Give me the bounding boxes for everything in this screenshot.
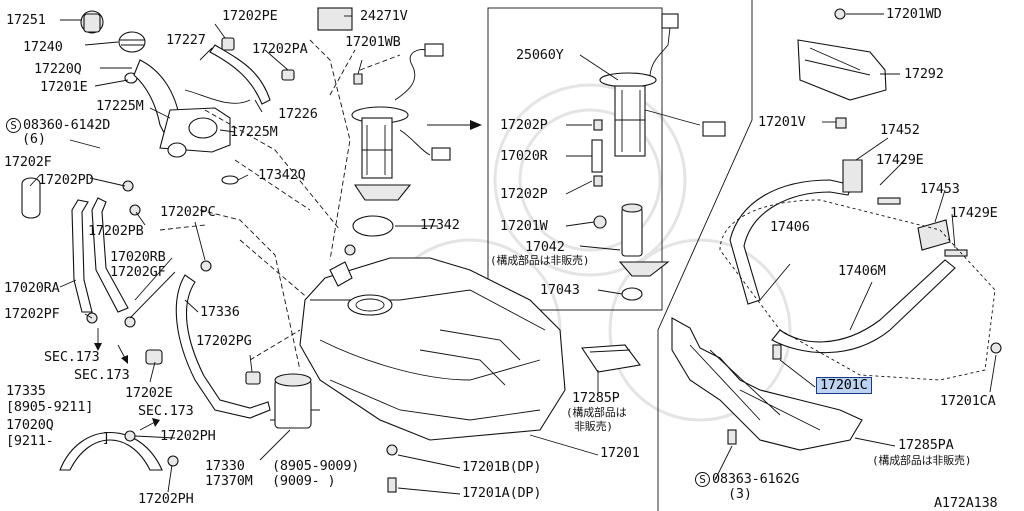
pump-assembly-detail — [591, 13, 726, 301]
label-17202PG: 17202PG — [196, 333, 252, 349]
label-17202P-b: 17202P — [500, 186, 548, 202]
heat-shield-17292 — [797, 8, 887, 129]
label-17335: 17335 — [6, 383, 46, 399]
label-17202PF: 17202PF — [4, 306, 60, 322]
label-17452: 17452 — [880, 122, 920, 138]
label-sec173-a[interactable]: SEC.173 — [44, 349, 100, 365]
label-17201WD: 17201WD — [886, 6, 942, 22]
canister-hose — [59, 274, 271, 471]
label-08363-text: 08363-6162G — [712, 471, 800, 487]
shield-17285P — [581, 344, 641, 373]
sender-unit-left — [351, 43, 451, 237]
label-25060Y: 25060Y — [516, 47, 564, 63]
label-17202PD: 17202PD — [38, 172, 94, 188]
label-17201CA: 17201CA — [940, 393, 996, 409]
vent-hoses — [21, 37, 295, 219]
canister — [270, 373, 320, 429]
label-17201B: 17201B(DP) — [462, 459, 542, 475]
label-17020Q: 17020Q — [6, 417, 54, 433]
label-17020Q-bracket: ] — [102, 430, 110, 446]
filler-neck — [133, 59, 231, 158]
label-17201A: 17201A(DP) — [462, 485, 542, 501]
label-17202P-a: 17202P — [500, 117, 548, 133]
label-17227: 17227 — [166, 32, 206, 48]
label-17201: 17201 — [600, 445, 640, 461]
label-17226: 17226 — [278, 106, 318, 122]
label-17225M-a: 17225M — [96, 98, 144, 114]
diagram-code: A172A138 — [934, 495, 998, 511]
label-17020Q-range: [9211- — [6, 433, 54, 449]
label-sec173-c[interactable]: SEC.173 — [138, 403, 194, 419]
label-17453: 17453 — [920, 181, 960, 197]
label-17202PE: 17202PE — [222, 8, 278, 24]
dashed-leaders — [159, 39, 401, 371]
heat-shield-17285PA — [671, 317, 863, 451]
s-symbol-icon: S — [6, 118, 21, 133]
label-sec173-b[interactable]: SEC.173 — [74, 367, 130, 383]
label-17042-note: (構成部品は非販売) — [490, 254, 590, 267]
fuel-tank — [299, 257, 566, 441]
label-17406: 17406 — [770, 219, 810, 235]
sec-arrows — [94, 328, 160, 431]
label-17202PH-a: 17202PH — [160, 428, 216, 444]
label-17330: 17330 — [205, 458, 245, 474]
label-17020R: 17020R — [500, 148, 548, 164]
label-17202PH-b: 17202PH — [138, 491, 194, 507]
label-17342: 17342 — [420, 217, 460, 233]
tank-straps — [719, 159, 996, 381]
label-17240: 17240 — [23, 39, 63, 55]
label-17342Q: 17342Q — [258, 167, 306, 183]
label-17285P: 17285P — [572, 390, 620, 406]
label-17202PA: 17202PA — [252, 41, 308, 57]
label-17406M: 17406M — [838, 263, 886, 279]
leader-lines — [29, 13, 997, 495]
label-17201W: 17201W — [500, 218, 548, 234]
label-17020RB: 17020RB — [110, 249, 166, 265]
label-17285P-note1: (構成部品は — [566, 406, 627, 419]
label-17285PA: 17285PA — [898, 437, 954, 453]
label-24271V: 24271V — [360, 8, 408, 24]
label-17225M-b: 17225M — [230, 124, 278, 140]
label-17202PB: 17202PB — [88, 223, 144, 239]
label-17220Q: 17220Q — [34, 61, 82, 77]
label-17201V: 17201V — [758, 114, 806, 130]
label-17251: 17251 — [6, 12, 46, 28]
label-17292: 17292 — [904, 66, 944, 82]
label-08360-qty: (6) — [22, 131, 46, 147]
panel-frames — [427, 0, 753, 511]
label-08363-qty: (3) — [728, 486, 752, 502]
label-17201C-highlighted[interactable]: 17201C — [816, 377, 872, 394]
long-pipes — [71, 180, 212, 328]
label-17429E-b: 17429E — [950, 205, 998, 221]
label-17285PA-note: (構成部品は非販売) — [872, 454, 972, 467]
label-17335-range: [8905-9211] — [6, 399, 94, 415]
label-17201WB: 17201WB — [345, 34, 401, 50]
label-17202PC: 17202PC — [160, 204, 216, 220]
label-17202GF: 17202GF — [110, 264, 166, 280]
label-17202E: 17202E — [125, 385, 173, 401]
label-24271V-part — [317, 7, 353, 31]
label-17370M-range: (9009- ) — [272, 473, 336, 489]
label-17201E: 17201E — [40, 79, 88, 95]
detail-arrow-head — [470, 120, 482, 130]
label-17043: 17043 — [540, 282, 580, 298]
label-17330-range: (8905-9009) — [272, 458, 360, 474]
s-symbol-icon: S — [695, 472, 710, 487]
right-bolts — [727, 342, 1002, 445]
label-17042: 17042 — [525, 239, 565, 255]
label-17202F: 17202F — [4, 154, 52, 170]
label-17429E-a: 17429E — [876, 152, 924, 168]
label-17020RA: 17020RA — [4, 280, 60, 296]
label-17336: 17336 — [200, 304, 240, 320]
label-17370M: 17370M — [205, 473, 253, 489]
label-08360-text: 08360-6142D — [23, 117, 111, 133]
label-17285P-note2: 非販売) — [574, 420, 613, 433]
tank-bolts — [344, 244, 398, 493]
